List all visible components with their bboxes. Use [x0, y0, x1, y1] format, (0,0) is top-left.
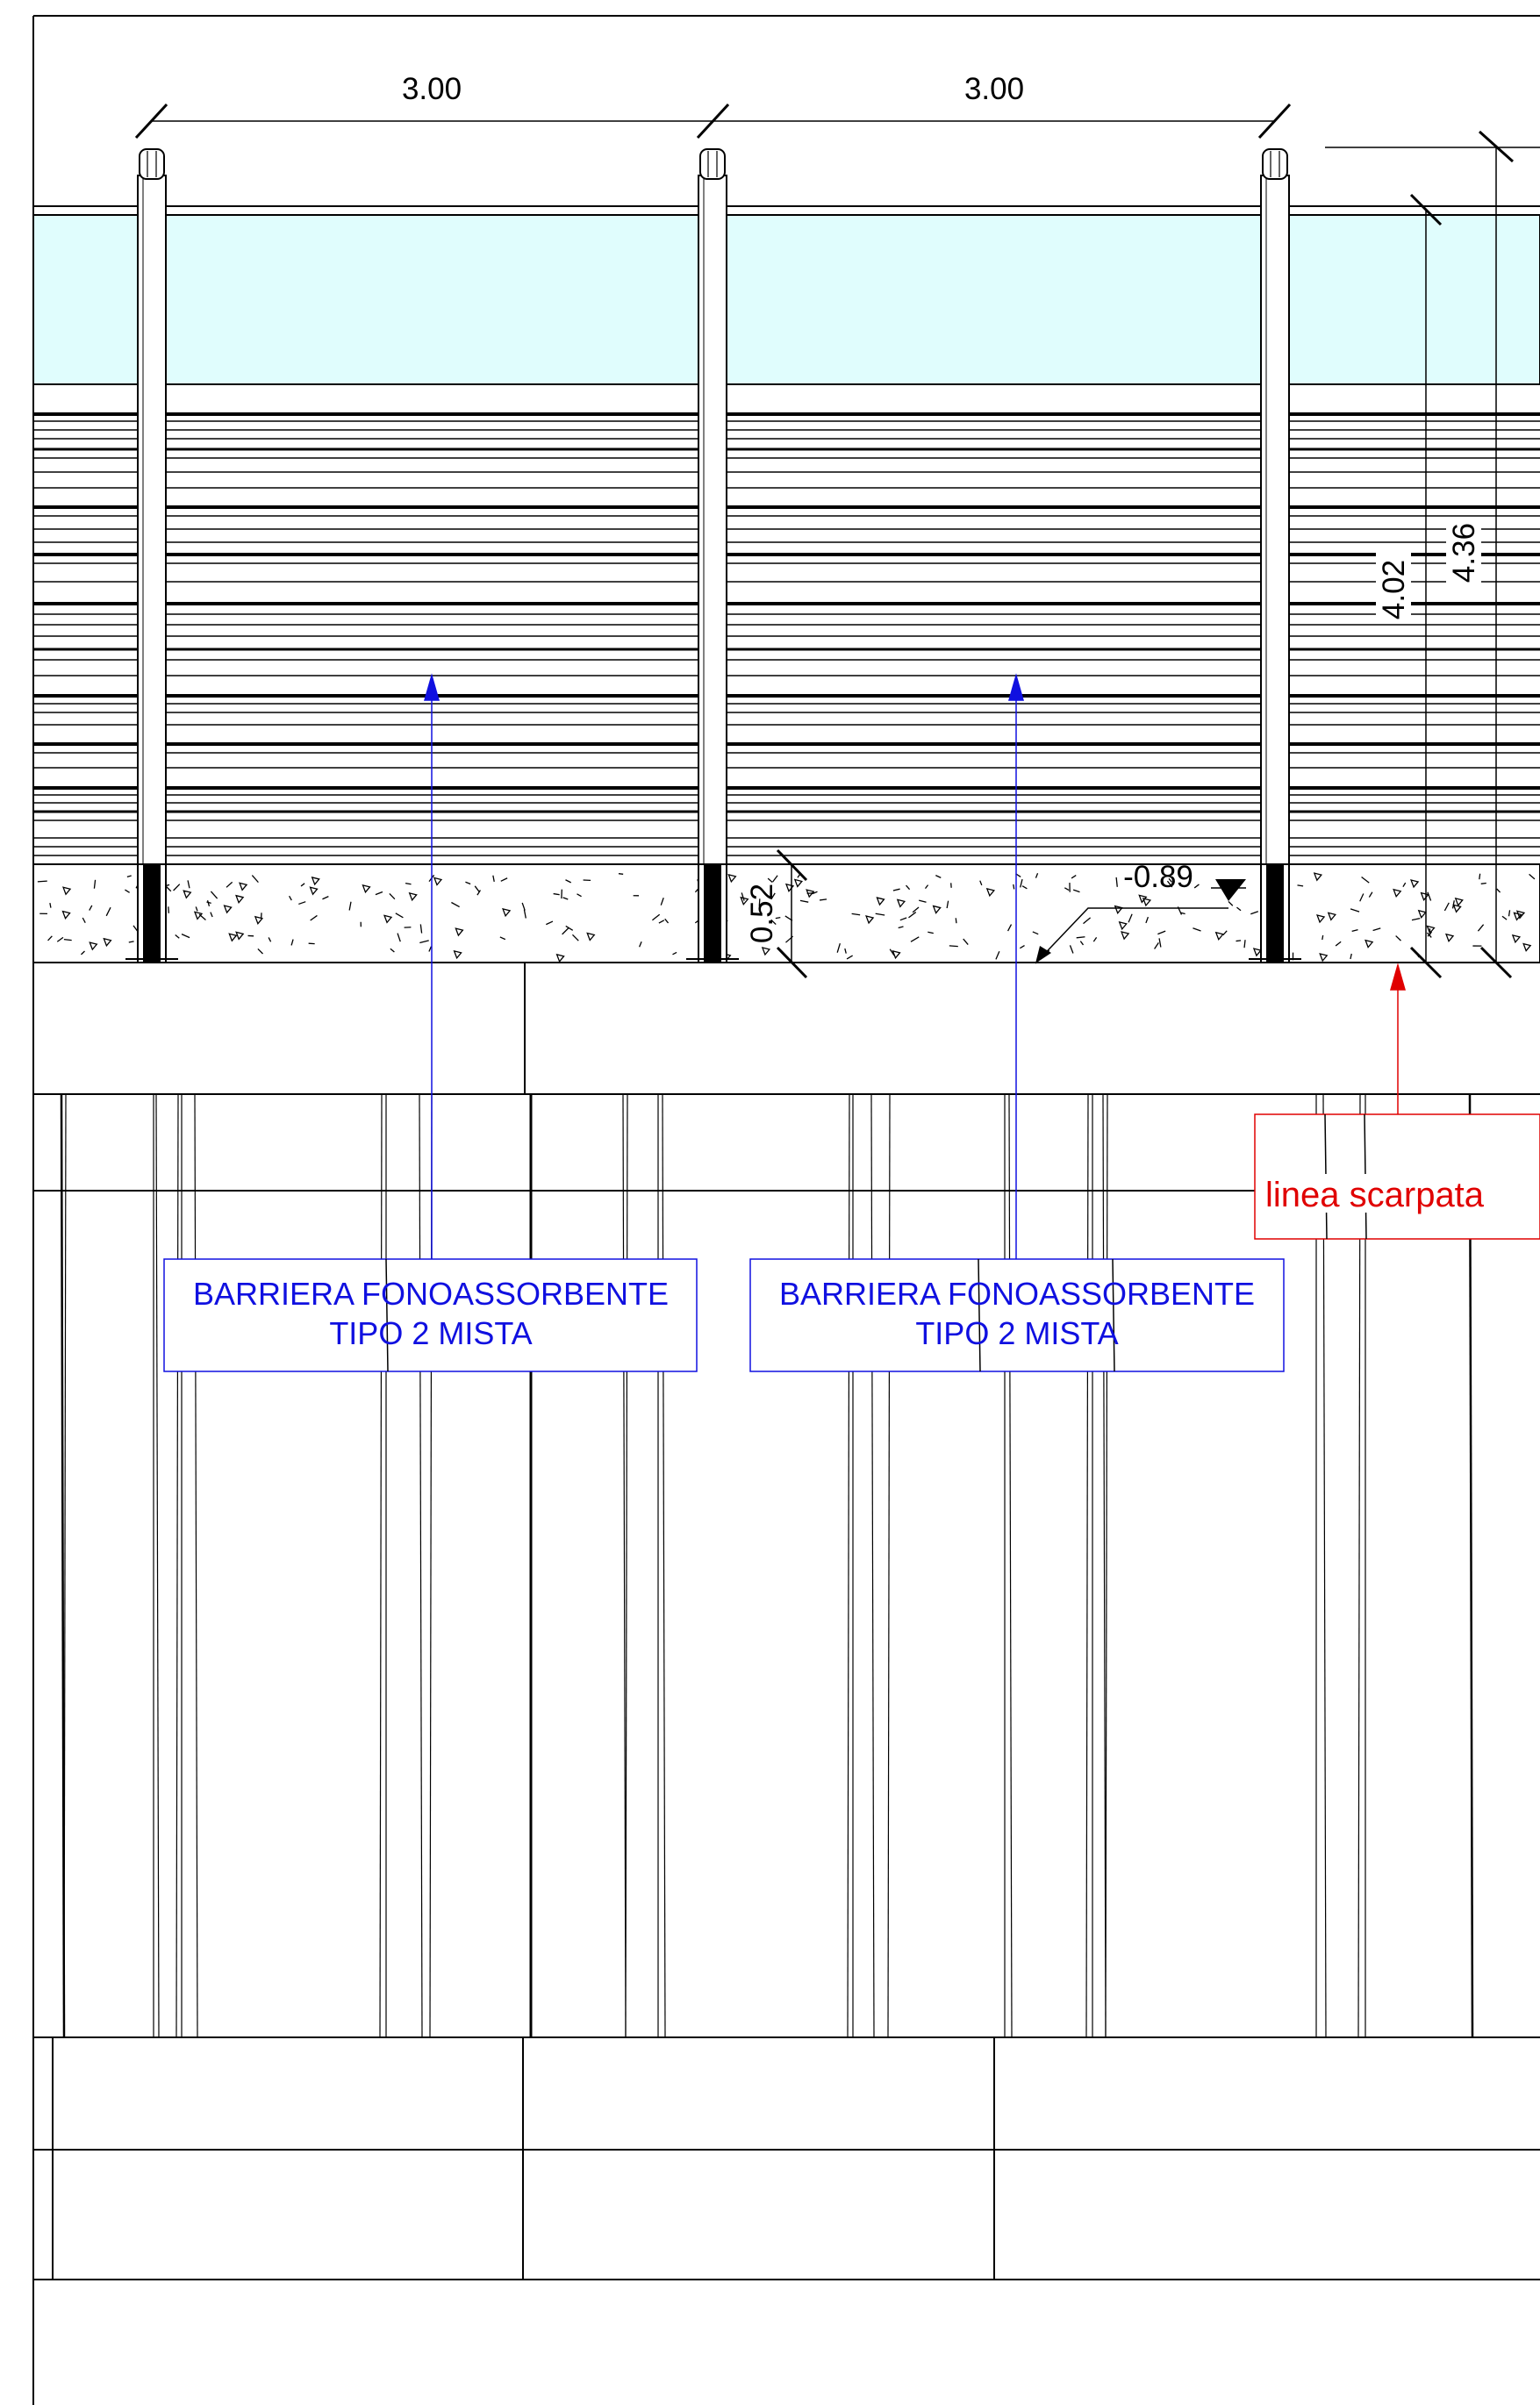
barrier-leaders	[424, 673, 1024, 1259]
dimension-span-left: 3.00	[402, 72, 462, 106]
dimension-label-bg-4-36	[1446, 518, 1481, 588]
barrier-label-right-line1: BARRIERA FONOASSORBENTE	[779, 1276, 1255, 1312]
slope-label-text-bg	[1264, 1174, 1527, 1213]
pile-behind-label-right-b	[1112, 1258, 1115, 1372]
slope-leader	[1390, 963, 1406, 1114]
barrier-label-right-line2: TIPO 2 MISTA	[915, 1315, 1118, 1351]
barrier-label-box-right	[749, 1258, 1285, 1372]
top-rails	[33, 205, 1540, 216]
bottom-grid	[33, 2036, 1540, 2280]
level-marker	[1215, 879, 1246, 901]
dimension-span-right: 3.00	[964, 72, 1024, 106]
slope-arrowhead	[1035, 946, 1051, 963]
dimension-height-inner: 4.02	[1377, 560, 1411, 619]
foundation-piles	[60, 1093, 1474, 2038]
slope-label: linea scarpata	[1265, 1176, 1485, 1214]
barrier-label-left-line2: TIPO 2 MISTA	[329, 1315, 532, 1351]
pile-behind-label-left-a	[385, 1258, 389, 1372]
dimension-lines	[134, 103, 1540, 979]
steel-posts	[125, 148, 1301, 963]
glass-panel-band	[33, 214, 1540, 385]
barrier-label-left-line1: BARRIERA FONOASSORBENTE	[193, 1276, 669, 1312]
dimension-level: -0.89	[1123, 860, 1193, 894]
dimension-height-outer: 4.36	[1447, 523, 1481, 583]
barrier-label-box-left	[163, 1258, 698, 1372]
dimension-base-height: 0.52	[745, 884, 779, 943]
dimension-label-bg-4-02	[1376, 553, 1411, 623]
concrete-base	[33, 863, 1540, 963]
concrete-hatch	[37, 872, 1536, 963]
pile-behind-label-right-a	[978, 1258, 981, 1372]
acoustic-panel-lines	[33, 412, 1540, 856]
